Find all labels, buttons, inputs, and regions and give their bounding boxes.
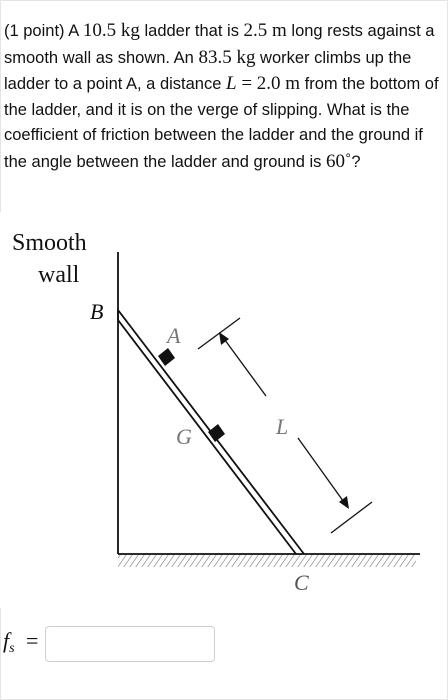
- answer-row: fs =: [0, 618, 446, 674]
- ladder-length: 2.5 m: [243, 20, 287, 41]
- points-label: (1 point): [4, 22, 65, 40]
- ladder-diagram: Smooth wall B A G L C: [12, 230, 420, 595]
- ladder-mass: 10.5 kg: [82, 20, 140, 41]
- dimension-line-lower: [297, 437, 347, 506]
- answer-label: fs: [3, 628, 15, 656]
- label-a: A: [165, 323, 181, 348]
- dimension-tick-bottom: [330, 501, 373, 534]
- label-l: L: [275, 414, 288, 439]
- answer-input[interactable]: [45, 626, 215, 662]
- label-c: C: [294, 570, 309, 595]
- wall-label-line-2: wall: [38, 262, 80, 288]
- ladder-rail-inner: [117, 319, 297, 555]
- wall-label-line-1: Smooth: [12, 230, 87, 256]
- label-b: B: [90, 299, 103, 324]
- label-g: G: [176, 424, 192, 449]
- ground-hatch: [118, 554, 416, 567]
- equals-sign: =: [26, 628, 39, 653]
- ladder-figure: Smooth wall B A G L C: [0, 212, 446, 608]
- problem-statement: (1 point) A 10.5 kg ladder that is 2.5 m…: [4, 20, 439, 172]
- angle-value: 60˚: [326, 150, 352, 172]
- dimension-arrow-up: [219, 332, 229, 345]
- dimension-line-upper: [221, 335, 267, 397]
- dimension-arrow-down: [339, 496, 349, 509]
- point-g-marker: [208, 424, 225, 442]
- dimension-tick-top: [197, 317, 241, 350]
- distance-variable: L: [226, 73, 237, 94]
- answer-label-subscript: s: [9, 641, 15, 656]
- distance-value: = 2.0 m: [236, 73, 301, 94]
- worker-mass: 83.5 kg: [198, 46, 256, 68]
- point-a-marker: [158, 348, 175, 366]
